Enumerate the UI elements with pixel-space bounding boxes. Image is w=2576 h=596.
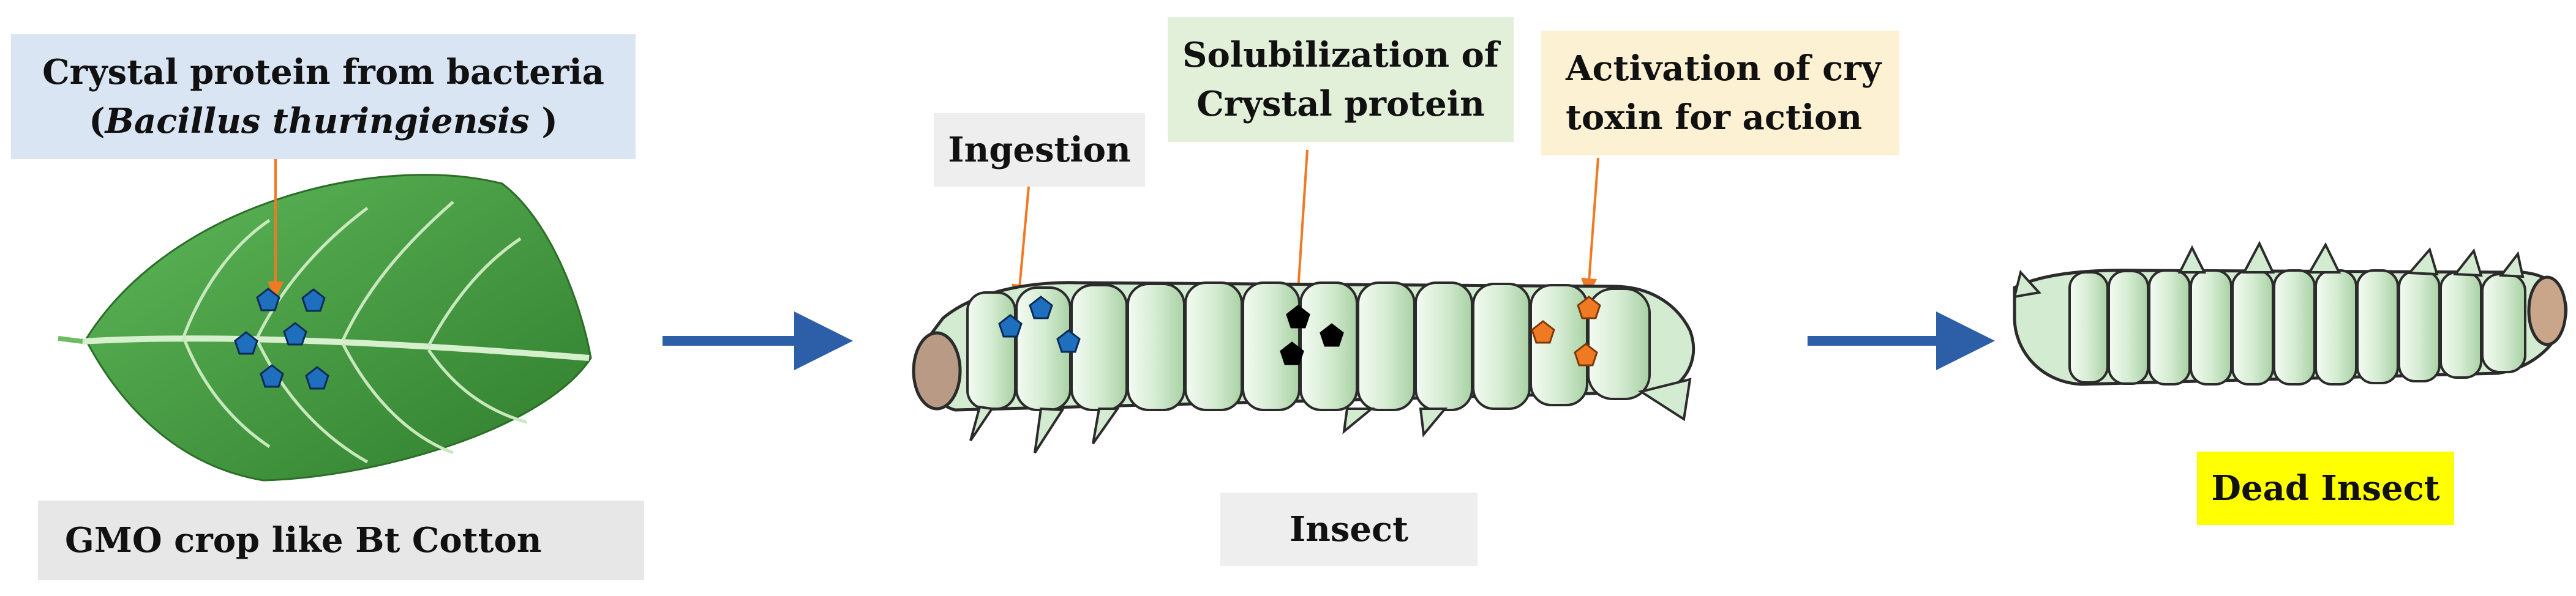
solubilization-line2: Crystal protein bbox=[1196, 84, 1485, 124]
solubilization-line1: Solubilization of bbox=[1182, 35, 1499, 75]
leaf-illustration bbox=[58, 174, 592, 482]
activation-label: Activation of cry toxin for action bbox=[1541, 31, 1899, 155]
bacteria-species-label: (Bacillus thuringiensis ) bbox=[11, 97, 636, 146]
pointer-to-solubilization bbox=[1297, 149, 1309, 291]
pointer-to-ingestion bbox=[1018, 186, 1030, 288]
activated-pentagon-2 bbox=[1531, 320, 1555, 344]
pentagon-2 bbox=[301, 288, 326, 312]
dead-insect-segments bbox=[2068, 269, 2526, 386]
insect-head bbox=[912, 331, 962, 411]
leaf-stem bbox=[58, 336, 83, 344]
activation-line2: toxin for action bbox=[1566, 97, 1863, 138]
pentagon-3 bbox=[234, 331, 258, 355]
species-name: Bacillus thuringiensis bbox=[105, 101, 530, 141]
pentagon-4 bbox=[283, 322, 307, 346]
pentagon-5 bbox=[260, 364, 284, 388]
activated-pentagon-3 bbox=[1574, 343, 1598, 367]
ingestion-label: Ingestion bbox=[934, 113, 1145, 187]
solubilization-label: Solubilization of Crystal protein bbox=[1168, 17, 1514, 142]
crystal-protein-label: Crystal protein from bacteria (Bacillus … bbox=[11, 34, 636, 159]
ingested-pentagons bbox=[998, 296, 1081, 353]
leaf-veins bbox=[182, 201, 527, 464]
insect-legs bbox=[969, 378, 1692, 454]
solubilized-pentagon-3 bbox=[1280, 341, 1304, 365]
insect-segments bbox=[966, 281, 1651, 411]
solubilized-pentagon-2 bbox=[1320, 323, 1344, 347]
leaf-midrib bbox=[82, 335, 590, 361]
dead-insect-spikes bbox=[2013, 240, 2525, 299]
insect-label: Insect bbox=[1220, 493, 1478, 566]
leaf-blade bbox=[84, 174, 592, 482]
solubilized-pentagon-1 bbox=[1286, 305, 1310, 329]
close-paren: ) bbox=[529, 101, 558, 141]
dead-insect-head bbox=[2527, 275, 2567, 346]
pentagon-1 bbox=[256, 288, 280, 311]
activation-line1: Activation of cry bbox=[1566, 48, 1882, 89]
solubilized-pentagons bbox=[1280, 305, 1344, 365]
crystal-protein-title: Crystal protein from bacteria bbox=[42, 52, 604, 92]
ingested-pentagon-3 bbox=[1056, 329, 1081, 353]
insect-illustration bbox=[912, 281, 1695, 454]
ingested-pentagon-2 bbox=[998, 314, 1023, 338]
pentagon-6 bbox=[305, 366, 329, 390]
activated-pentagon-1 bbox=[1577, 296, 1601, 319]
ingested-pentagon-1 bbox=[1029, 296, 1053, 319]
dead-insect-label: Dead Insect bbox=[2197, 452, 2454, 525]
pointer-head-leaf bbox=[267, 281, 284, 299]
activated-pentagons bbox=[1531, 296, 1601, 367]
gmo-crop-label: GMO crop like Bt Cotton bbox=[38, 501, 644, 580]
open-paren: ( bbox=[89, 101, 105, 141]
crystal-protein-pentagons bbox=[234, 288, 329, 390]
pointer-to-activation bbox=[1588, 157, 1599, 282]
dead-insect-illustration bbox=[2013, 240, 2568, 386]
